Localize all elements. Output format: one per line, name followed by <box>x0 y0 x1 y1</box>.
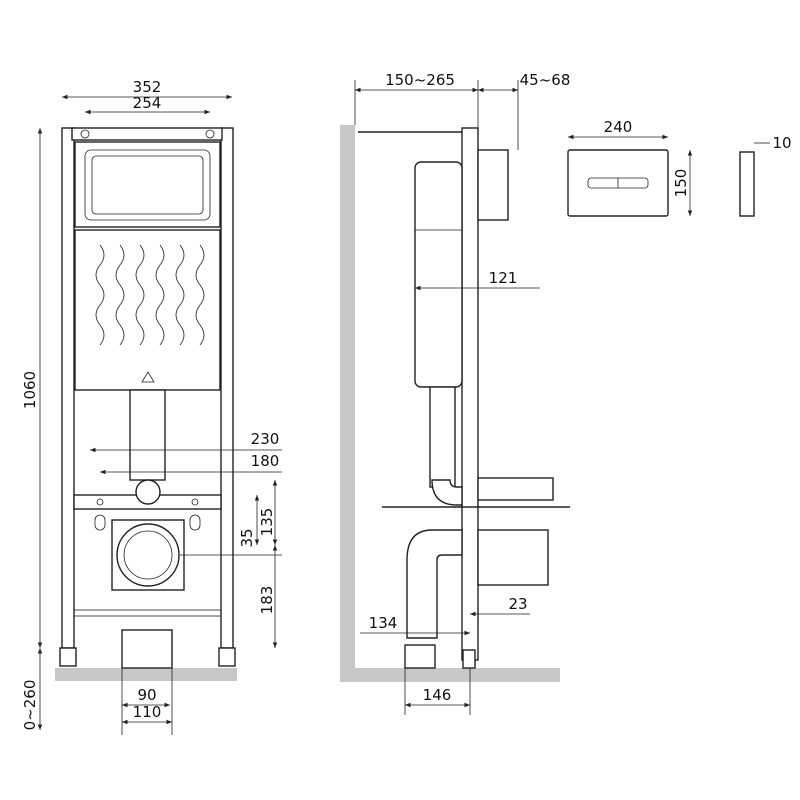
side-view: 150~265 45~68 121 134 23 146 <box>340 71 570 715</box>
dim-121: 121 <box>489 269 518 287</box>
flush-plate-side <box>739 151 755 217</box>
foot-left <box>59 647 77 667</box>
foot-right <box>218 647 236 667</box>
wave-pattern <box>95 244 205 346</box>
dim-45-68: 45~68 <box>520 71 571 89</box>
top-plate <box>71 127 223 141</box>
dim-1060: 1060 <box>21 371 39 409</box>
dim-90: 90 <box>137 686 156 704</box>
dim-150-265: 150~265 <box>385 71 455 89</box>
mounting-panel <box>461 127 479 661</box>
dim-23: 23 <box>508 595 527 613</box>
drain-outlet <box>116 523 180 587</box>
dim-134: 134 <box>369 614 398 632</box>
dim-254: 254 <box>133 94 162 112</box>
dim-183: 183 <box>258 586 276 615</box>
dim-180: 180 <box>251 452 280 470</box>
dim-135: 135 <box>258 508 276 537</box>
dim-146: 146 <box>423 686 452 704</box>
front-view: 352 254 1060 0~260 230 180 135 35 183 90… <box>21 78 282 735</box>
dim-10: 10 <box>772 134 791 152</box>
dim-240: 240 <box>604 118 633 136</box>
drain-bend <box>406 529 463 639</box>
frame-right-post <box>220 127 234 649</box>
flush-button-view: 240 150 10 <box>567 118 792 217</box>
dim-150: 150 <box>672 169 690 198</box>
floor <box>55 668 237 681</box>
dim-35: 35 <box>238 528 256 547</box>
dim-leg-adjust: 0~260 <box>21 680 39 731</box>
dim-352: 352 <box>133 78 162 96</box>
cistern <box>414 161 463 388</box>
dim-110: 110 <box>133 703 162 721</box>
dim-230: 230 <box>251 430 280 448</box>
frame-left-post <box>61 127 75 649</box>
